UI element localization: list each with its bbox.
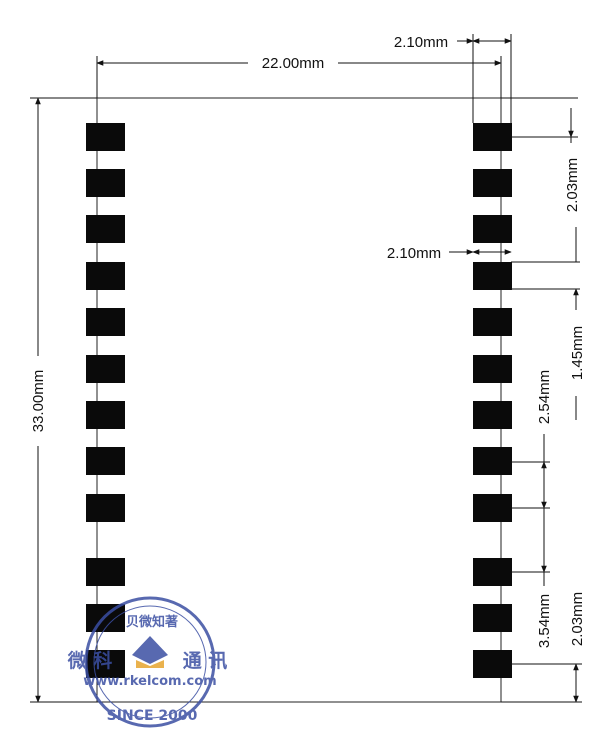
pad-left-1 <box>86 123 125 151</box>
pad-right-1 <box>473 123 512 151</box>
watermark-right-text: 通 讯 <box>183 650 228 672</box>
pad-right-12 <box>473 650 512 678</box>
pad-left-10 <box>86 558 125 586</box>
pad-width-top-dimension <box>457 34 512 123</box>
pitch-dimension <box>511 434 550 509</box>
pad-width-mid-label: 2.10mm <box>387 245 441 262</box>
pad-right-11 <box>473 604 512 632</box>
pad-right-10 <box>473 558 512 586</box>
gap-label: 1.45mm <box>569 326 586 380</box>
pad-right-7 <box>473 401 512 429</box>
pad-width-top-label: 2.10mm <box>394 34 448 51</box>
pad-left-3 <box>86 215 125 243</box>
watermark-url: www.rkelcom.com <box>83 674 216 689</box>
watermark-seal: 贝微知著 微 科 通 讯 www.rkelcom.com SINCE 2000 <box>67 596 228 728</box>
top-offset-label: 2.03mm <box>564 158 581 212</box>
pitch-label: 2.54mm <box>536 370 553 424</box>
pad-right-8 <box>473 447 512 475</box>
pad-right-6 <box>473 355 512 383</box>
height-label: 33.00mm <box>30 370 47 433</box>
pad-left-4 <box>86 262 125 290</box>
pad-left-6 <box>86 355 125 383</box>
watermark-left-text: 微 科 <box>67 649 113 672</box>
pad-left-9 <box>86 494 125 522</box>
height-dimension <box>30 97 97 703</box>
pad-right-9 <box>473 494 512 522</box>
pad-left-7 <box>86 401 125 429</box>
pad-left-8 <box>86 447 125 475</box>
large-pitch-label: 3.54mm <box>536 594 553 648</box>
gap-dimension <box>511 288 580 420</box>
pad-right-3 <box>473 215 512 243</box>
module-outline <box>96 97 502 703</box>
watermark-logo-icon <box>132 636 168 668</box>
pad-group <box>86 123 512 678</box>
pad-left-2 <box>86 169 125 197</box>
width-dimension <box>96 56 502 98</box>
pad-right-4 <box>473 262 512 290</box>
width-label: 22.00mm <box>262 55 325 72</box>
top-offset-dimension <box>501 97 580 263</box>
pad-right-5 <box>473 308 512 336</box>
large-pitch-dimension <box>511 508 550 586</box>
bottom-offset-label: 2.03mm <box>569 592 586 646</box>
watermark-since: SINCE 2000 <box>107 708 198 724</box>
bottom-offset-dimension <box>501 663 582 703</box>
pad-left-5 <box>86 308 125 336</box>
pad-right-2 <box>473 169 512 197</box>
pad-left-12 <box>86 650 125 678</box>
watermark-top-text: 贝微知著 <box>126 614 178 630</box>
